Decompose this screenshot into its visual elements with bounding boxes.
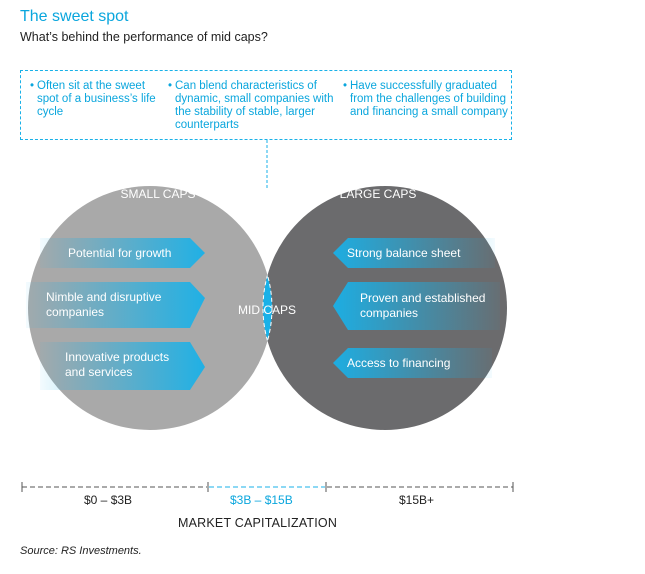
bullet-icon: • (30, 80, 35, 92)
callout-box (20, 70, 512, 140)
axis-range-small: $0 – $3B (84, 493, 133, 507)
arrow-large-2 (333, 282, 500, 330)
small-caps-item-innovative: Innovative products and services (65, 350, 170, 379)
large-caps-title: LARGE CAPS (339, 187, 417, 201)
callout-text: Have successfully graduated from the cha… (350, 80, 508, 118)
large-caps-item-proven: Proven and established companies (360, 291, 486, 320)
callout-graduated: • Have successfully graduated from the c… (343, 80, 510, 119)
arrow-large-1 (333, 238, 495, 268)
callout-blend: • Can blend characteristics of dynamic, … (168, 80, 340, 132)
callout-text: Often sit at the sweet spot of a busines… (37, 80, 156, 118)
lens-outline-left (263, 186, 273, 430)
mid-caps-title: MID CAPS (237, 303, 296, 317)
title: The sweet spot (20, 8, 129, 25)
large-caps-item-balance-sheet: Strong balance sheet (347, 246, 461, 260)
callout-sweet-spot: • Often sit at the sweet spot of a busin… (30, 80, 167, 119)
arrow-large-3 (333, 348, 492, 378)
bullet-icon: • (343, 80, 348, 92)
bullet-icon: • (168, 80, 173, 92)
arrow-small-1 (40, 238, 205, 268)
axis-range-mid: $3B – $15B (230, 493, 293, 507)
market-cap-axis (21, 482, 514, 492)
source-note: Source: RS Investments. (20, 545, 142, 557)
small-caps-item-growth: Potential for growth (68, 246, 172, 260)
subtitle: What’s behind the performance of mid cap… (20, 30, 268, 44)
axis-title: MARKET CAPITALIZATION (178, 516, 338, 530)
callout-text: Can blend characteristics of dynamic, sm… (175, 80, 334, 131)
small-caps-item-nimble: Nimble and disruptive companies (46, 290, 162, 319)
large-caps-item-financing: Access to financing (347, 356, 451, 370)
arrow-small-2 (26, 282, 205, 328)
axis-range-large: $15B+ (399, 493, 435, 507)
small-caps-title: SMALL CAPS (120, 187, 196, 201)
arrow-small-3 (40, 342, 205, 390)
